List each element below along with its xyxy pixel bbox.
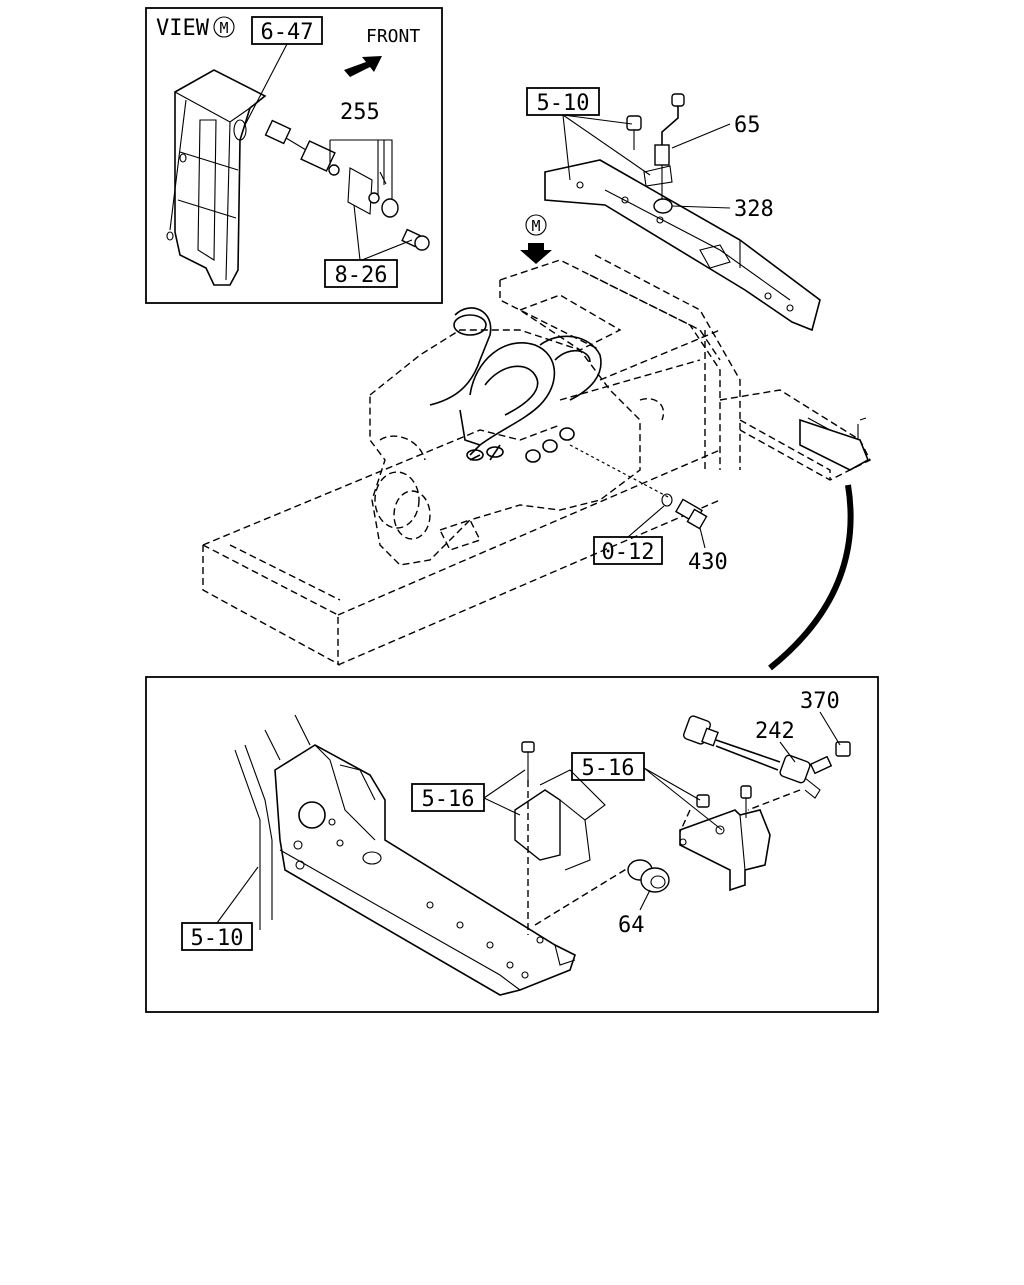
bolt-top-drawing <box>521 741 535 753</box>
leader-dotted-430 <box>569 444 671 499</box>
view-direction-arrow-icon <box>520 243 552 264</box>
view-label: VIEW <box>156 16 210 41</box>
bolt-right-drawing <box>696 794 710 808</box>
bracket-drawing <box>166 69 267 286</box>
switch-assembly-drawing <box>264 119 430 251</box>
main-view-marker: M <box>531 217 540 235</box>
leader-64 <box>639 889 651 911</box>
chassis-frame-drawing <box>202 254 871 666</box>
inset-view-m: VIEW M 6-47 FRONT <box>145 7 443 304</box>
ref-5-10-detail: 5-10 <box>191 926 244 951</box>
frame-rail-drawing <box>234 714 311 930</box>
leader-242 <box>779 741 796 763</box>
ref-0-12: 0-12 <box>602 540 655 565</box>
front-arrow-icon <box>344 56 382 77</box>
part-328: 328 <box>734 197 774 222</box>
inset-detail-frame <box>145 676 879 1013</box>
bolt-right-axis <box>679 809 691 833</box>
leader-5-16-right <box>643 767 723 831</box>
view-marker-circle <box>213 16 235 38</box>
sensor-axis <box>747 789 801 811</box>
sender-line-drawing <box>626 93 685 205</box>
ref-5-16-right: 5-16 <box>582 756 635 781</box>
sensor-242-drawing <box>682 715 851 799</box>
engine-drawing <box>369 307 665 566</box>
part-64: 64 <box>618 913 645 938</box>
detail-bracket-drawing <box>679 785 771 892</box>
leader-6-47 <box>244 43 288 126</box>
leader-5-10-main <box>562 114 651 181</box>
inset-detail: 64 370 242 5-16 <box>145 676 879 1013</box>
part-65: 65 <box>734 113 761 138</box>
ref-5-16-left: 5-16 <box>422 787 475 812</box>
leader-8-26 <box>353 204 413 261</box>
part-430: 430 <box>688 550 728 575</box>
ref-5-10-main: 5-10 <box>537 91 590 116</box>
leader-65 <box>671 123 731 149</box>
leader-255 <box>329 139 393 200</box>
ref-box-5-16-right <box>571 752 645 781</box>
crossmember-drawing <box>544 159 821 332</box>
detail-callout-curve <box>768 484 854 671</box>
switch-64-drawing <box>627 859 670 893</box>
leader-430 <box>699 527 706 549</box>
washer-drawing <box>661 493 673 507</box>
side-bracket-drawing <box>799 417 870 471</box>
view-marker: M <box>219 19 228 37</box>
ref-8-26: 8-26 <box>335 263 388 288</box>
leader-5-10-detail <box>216 866 259 924</box>
front-label: FRONT <box>366 26 420 47</box>
main-view-marker-circle <box>525 214 547 236</box>
main-chassis-view: 5-10 65 328 M <box>202 87 871 671</box>
ref-6-47: 6-47 <box>261 20 314 45</box>
ref-box-8-26 <box>324 259 398 288</box>
switch-64-axis <box>534 867 629 926</box>
nut-328-drawing <box>653 198 673 214</box>
sensor-plug-430-drawing <box>675 498 708 530</box>
leader-328 <box>671 205 731 209</box>
part-370: 370 <box>800 689 840 714</box>
leader-370 <box>819 711 841 746</box>
detail-crossmember-drawing <box>274 744 576 996</box>
part-255: 255 <box>340 100 380 125</box>
leader-5-16-left <box>483 769 526 816</box>
protector-drawing <box>514 769 606 871</box>
inset-view-m-frame <box>145 7 443 304</box>
part-242: 242 <box>755 719 795 744</box>
leader-0-12 <box>627 505 665 538</box>
